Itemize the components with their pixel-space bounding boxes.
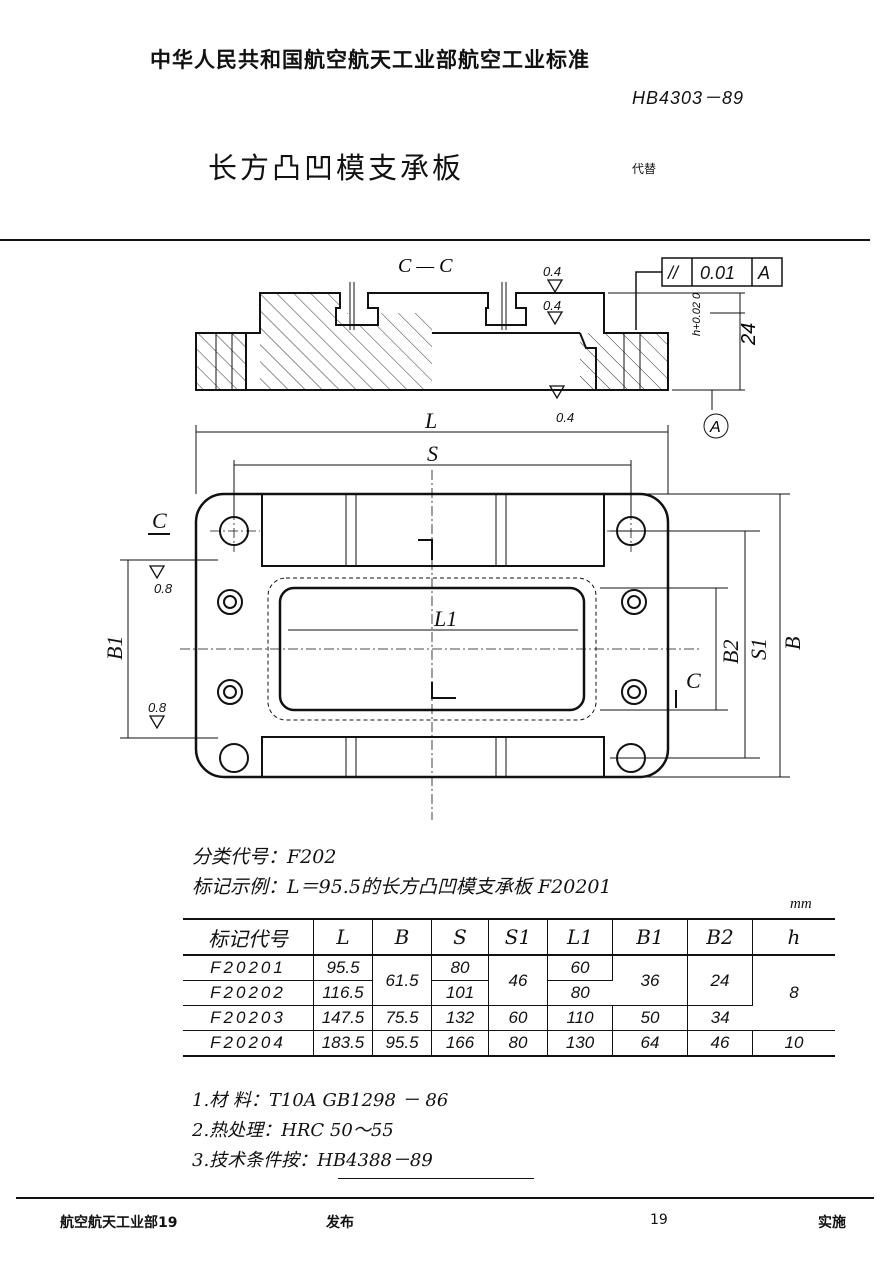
cell-S: 166 [431, 1030, 489, 1057]
tolerance-symbol: // [666, 263, 680, 283]
cell-S1: 46 [488, 955, 548, 1006]
col-header: h [752, 919, 835, 956]
roughness-label: 0.8 [154, 581, 173, 596]
spec-table: 标记代号 L B S S1 L1 B1 B2 h F20201 95.5 61.… [183, 918, 835, 1057]
cell-S: 132 [431, 1005, 489, 1031]
table-row: F20202 116.5 101 80 [183, 980, 835, 1006]
technical-drawing: C — C 0.4 0.4 0.4 0.8 0.8 // 0.01 A 24 h… [102, 255, 805, 820]
technical-notes: 1.材 料：T10A GB1298 － 86 2.热处理：HRC 50～55 3… [192, 1086, 448, 1176]
marking-example: 标记示例：L＝95.5的长方凸凹模支承板 F20201 [192, 876, 612, 898]
col-header: S1 [488, 919, 548, 956]
cell-B2: 34 [687, 1005, 753, 1031]
tolerance-value: 0.01 [700, 263, 735, 283]
cell-L: 147.5 [313, 1005, 373, 1031]
section-view [195, 282, 669, 391]
footer-issue: 发布 [326, 1215, 354, 1231]
cell-B: 61.5 [372, 955, 432, 1006]
cut-mark: C [152, 508, 167, 533]
tolerance-datum: A [757, 263, 770, 283]
table-header-row: 标记代号 L B S S1 L1 B1 B2 h [183, 919, 835, 956]
cell-B1: 64 [612, 1030, 688, 1057]
roughness-symbols [148, 279, 566, 730]
standard-number: HB4303－89 [632, 88, 745, 108]
cut-mark: C [686, 668, 701, 693]
note-material: 1.材 料：T10A GB1298 － 86 [192, 1090, 449, 1111]
cell-L1: 80 [547, 980, 613, 1006]
cell-code: F20203 [183, 1005, 314, 1031]
cell-code: F20201 [183, 955, 314, 981]
replaces-label: 代替 [632, 162, 657, 176]
col-header: S [431, 919, 489, 956]
table-row: F20203 147.5 75.5 132 60 110 50 34 [183, 1005, 835, 1031]
col-header: B [372, 919, 432, 956]
col-header: 标记代号 [183, 919, 314, 956]
dim-L1: L1 [433, 606, 457, 631]
col-header: B2 [687, 919, 753, 956]
cell-L: 183.5 [313, 1030, 373, 1057]
tolerance-frame [635, 257, 783, 330]
cell-h: 8 [752, 955, 835, 1031]
cell-S: 101 [431, 980, 489, 1006]
cell-S1: 60 [488, 1005, 548, 1031]
dim-B1: B1 [102, 636, 127, 660]
cell-B2: 24 [687, 955, 753, 1006]
col-header: B1 [612, 919, 688, 956]
cell-B: 95.5 [372, 1030, 432, 1057]
cell-code: F20202 [183, 980, 314, 1006]
note-technical-conditions: 3.技术条件按：HB4388－89 [192, 1150, 433, 1171]
classification-code: 分类代号：F202 [192, 846, 337, 868]
col-header: L1 [547, 919, 613, 956]
cell-B: 75.5 [372, 1005, 432, 1031]
cell-B2: 46 [687, 1030, 753, 1057]
notes-underline [338, 1178, 534, 1179]
cell-L: 116.5 [313, 980, 373, 1006]
footer-rule [16, 1197, 874, 1199]
plan-view [180, 470, 700, 820]
dim-h: h+0.02 0 [691, 292, 703, 336]
dim-S1: S1 [746, 638, 771, 660]
cell-S: 80 [431, 955, 489, 981]
unit-label: mm [790, 896, 812, 912]
footer-implement: 实施 [818, 1215, 846, 1231]
document-title: 长方凸凹模支承板 [208, 151, 465, 185]
cell-S1: 80 [488, 1030, 548, 1057]
dim-B2: B2 [718, 640, 743, 664]
cell-L1: 110 [547, 1005, 613, 1031]
roughness-label: 0.4 [543, 298, 561, 313]
cell-L: 95.5 [313, 955, 373, 981]
footer-issuer: 航空航天工业部19 [60, 1215, 178, 1231]
org-title: 中华人民共和国航空航天工业部航空工业标准 [150, 48, 590, 72]
cell-code: F20204 [183, 1030, 314, 1057]
table-row: F20201 95.5 61.5 80 46 60 36 24 8 [183, 955, 835, 1031]
table-row: F20204 183.5 95.5 166 80 130 64 46 10 [183, 1030, 835, 1057]
roughness-label: 0.4 [556, 410, 574, 425]
datum-a: A [709, 419, 721, 436]
dim-S: S [427, 441, 438, 466]
cell-h: 10 [752, 1030, 835, 1057]
cell-L1: 60 [547, 955, 613, 981]
cell-B1: 50 [612, 1005, 688, 1031]
note-heat-treatment: 2.热处理：HRC 50～55 [192, 1120, 394, 1141]
dim-24: 24 [738, 323, 760, 346]
section-label: C — C [398, 255, 453, 277]
cell-L1: 130 [547, 1030, 613, 1057]
dim-L: L [424, 408, 437, 433]
roughness-label: 0.4 [543, 264, 561, 279]
col-header: L [313, 919, 373, 956]
header-rule [0, 239, 870, 241]
roughness-label: 0.8 [148, 700, 167, 715]
cell-B1: 36 [612, 955, 688, 1006]
footer-page: 19 [650, 1212, 668, 1228]
dim-B: B [780, 637, 805, 650]
